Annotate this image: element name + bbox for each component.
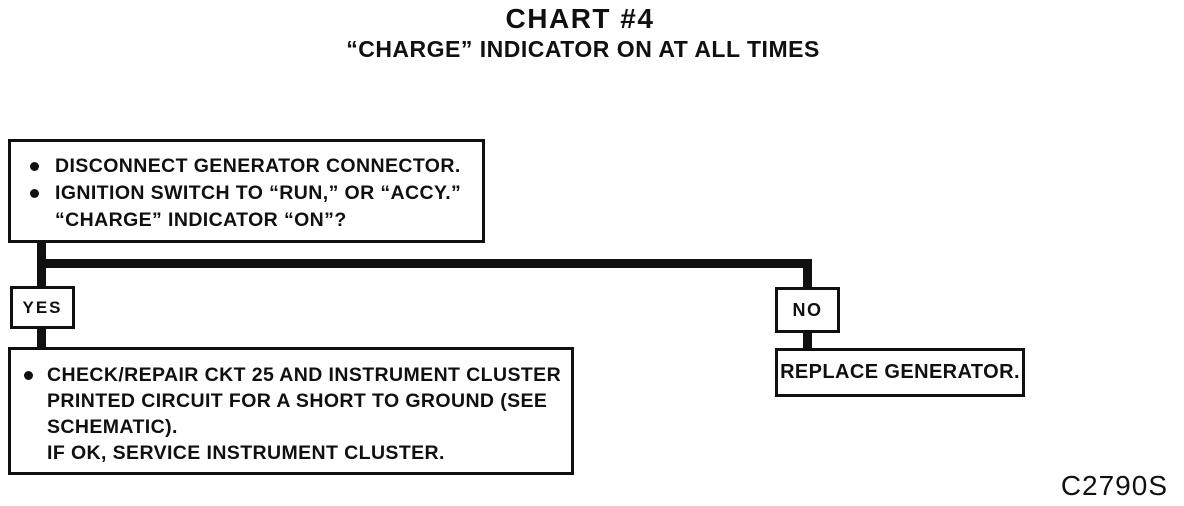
connector-yes-drop (37, 326, 46, 350)
bullet-spacer (25, 207, 55, 216)
yes-action-line-1: CHECK/REPAIR CKT 25 AND INSTRUMENT CLUST… (47, 364, 562, 386)
yes-action-box: CHECK/REPAIR CKT 25 AND INSTRUMENT CLUST… (8, 347, 574, 475)
bullet-spacer (21, 388, 47, 397)
question-row-3: “CHARGE” INDICATOR “ON”? (25, 207, 476, 234)
yes-branch-box: YES (10, 286, 75, 329)
yes-action-line-3: SCHEMATIC). (47, 416, 178, 438)
bullet-dot-icon (30, 162, 39, 171)
question-box: DISCONNECT GENERATOR CONNECTOR. IGNITION… (8, 139, 485, 243)
connector-horizontal-bar (37, 259, 812, 268)
question-line-3: “CHARGE” INDICATOR “ON”? (55, 209, 347, 231)
bullet-icon (25, 153, 55, 171)
yes-action-line-4: IF OK, SERVICE INSTRUMENT CLUSTER. (47, 442, 445, 464)
no-label: NO (792, 299, 823, 320)
question-line-2: IGNITION SWITCH TO “RUN,” OR “ACCY.” (55, 182, 462, 204)
yes-action-line-2: PRINTED CIRCUIT FOR A SHORT TO GROUND (S… (47, 390, 548, 412)
bullet-dot-icon (30, 189, 39, 198)
connector-no-drop (803, 330, 812, 350)
yes-action-row-3: SCHEMATIC). (21, 414, 565, 440)
bullet-spacer (21, 440, 47, 449)
no-action-box: REPLACE GENERATOR. (775, 348, 1025, 397)
bullet-spacer (21, 414, 47, 423)
no-branch-box: NO (775, 287, 840, 333)
bullet-icon (21, 362, 47, 380)
yes-action-row-4: IF OK, SERVICE INSTRUMENT CLUSTER. (21, 440, 565, 466)
bullet-dot-icon (24, 371, 33, 380)
yes-action-row-2: PRINTED CIRCUIT FOR A SHORT TO GROUND (S… (21, 388, 565, 414)
chart-title: CHART #4 (505, 3, 655, 34)
question-line-1: DISCONNECT GENERATOR CONNECTOR. (55, 155, 461, 177)
connector-stem-right (803, 262, 812, 289)
bullet-icon (25, 180, 55, 198)
no-action-label: REPLACE GENERATOR. (780, 361, 1020, 383)
figure-code: C2790S (1060, 470, 1168, 501)
question-bullet-row-1: DISCONNECT GENERATOR CONNECTOR. (25, 153, 476, 180)
yes-action-bullet-row: CHECK/REPAIR CKT 25 AND INSTRUMENT CLUST… (21, 362, 565, 388)
chart-subtitle: “CHARGE” INDICATOR ON AT ALL TIMES (346, 36, 820, 62)
yes-label: YES (22, 297, 63, 317)
question-bullet-row-2: IGNITION SWITCH TO “RUN,” OR “ACCY.” (25, 180, 476, 207)
